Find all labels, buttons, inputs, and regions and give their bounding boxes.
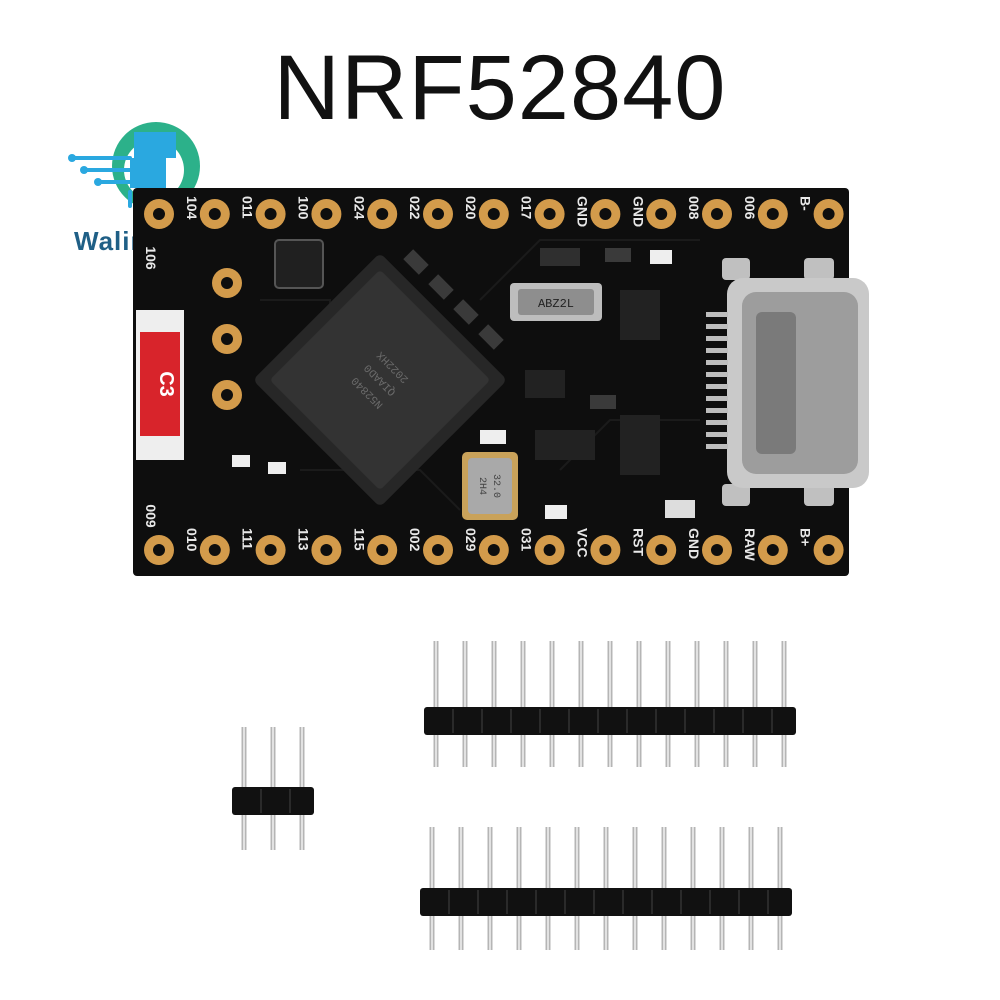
logo-circuit-icon <box>70 156 132 208</box>
pin-hole <box>711 208 723 220</box>
pin-hole <box>711 544 723 556</box>
pin-label: 111 <box>240 528 256 550</box>
pin-label: 002 <box>407 528 423 552</box>
battery-label: C3 <box>155 371 177 397</box>
pin-hole <box>543 544 556 556</box>
header-body <box>420 888 792 916</box>
pin-label: 017 <box>519 196 535 220</box>
bottom-pin-row <box>144 535 844 565</box>
header-body <box>424 707 796 735</box>
pin-hole <box>487 544 500 556</box>
pin-hole <box>432 208 444 220</box>
pin-hole <box>320 208 333 220</box>
pin-label: 011 <box>240 196 256 219</box>
pin-label: 010 <box>184 528 200 552</box>
crystal-top-label: ABZ2L <box>538 297 574 311</box>
pin-hole <box>655 544 668 556</box>
pin-hole <box>264 208 277 220</box>
bottom-pin-labels: 010 111 113 115 002 029 031 VCC RST GND RAW B+ <box>184 528 814 561</box>
pin-header <box>424 641 796 767</box>
pin-label: 006 <box>742 196 758 220</box>
crystal-bottom-line-2: 2H4 <box>476 477 487 495</box>
pin-hole <box>153 544 165 556</box>
pin-label: VCC <box>575 528 591 558</box>
pin-label: GND <box>686 528 702 559</box>
battery-sticker: C3 <box>136 310 184 460</box>
pin-header <box>232 727 314 850</box>
side-pads <box>212 268 242 410</box>
pin-hole <box>376 544 389 556</box>
pin-label: GND <box>575 196 591 227</box>
pin-label: 031 <box>519 528 535 552</box>
top-pin-row <box>144 199 844 229</box>
side-label-top: 106 <box>143 246 159 270</box>
pin-hole <box>376 208 389 220</box>
pin-label: B- <box>798 196 814 211</box>
pin-hole <box>208 544 221 556</box>
pin-hole <box>487 208 500 220</box>
pin-label: GND <box>630 196 646 227</box>
usb-c-connector <box>706 258 869 506</box>
pin-hole <box>766 544 779 556</box>
pin-label: 100 <box>296 196 312 220</box>
pin-hole <box>432 544 444 556</box>
smd-components <box>232 239 695 519</box>
pin-label: 029 <box>463 528 479 552</box>
mcu-chip: N52840 QIAAD0 2022HX <box>255 255 505 505</box>
pin-hole <box>320 544 333 556</box>
pin-hole <box>599 208 612 220</box>
pin-hole <box>599 544 612 556</box>
crystal-bottom-line-1: 32.0 <box>490 474 501 498</box>
pin-label: 022 <box>407 196 423 220</box>
pin-hole <box>766 208 779 220</box>
pin-hole <box>822 544 835 556</box>
pin-label: B+ <box>798 528 814 546</box>
crystal-top: ABZ2L <box>510 283 602 321</box>
pin-hole <box>543 208 556 220</box>
usb-contacts <box>706 312 728 449</box>
pin-headers <box>232 641 796 950</box>
pin-hole <box>655 208 668 220</box>
pin-label: 115 <box>351 528 367 551</box>
pin-hole <box>153 208 165 220</box>
header-body <box>232 787 314 815</box>
side-label-bottom: 009 <box>143 504 159 528</box>
pin-hole <box>208 208 221 220</box>
pin-label: 020 <box>463 196 479 220</box>
pin-label: 113 <box>296 528 312 551</box>
pin-label: RST <box>630 528 646 556</box>
pin-label: 024 <box>351 196 367 220</box>
page-title: NRF52840 <box>273 37 727 139</box>
crystal-bottom: 32.0 2H4 <box>462 452 518 520</box>
pin-label: 008 <box>686 196 702 220</box>
pin-hole <box>264 544 277 556</box>
pin-hole <box>822 208 835 220</box>
top-pin-labels: 104 011 100 024 022 020 017 GND GND 008 006 B- <box>184 196 814 227</box>
pin-label: RAW <box>742 528 758 561</box>
pin-header <box>420 827 792 950</box>
pin-label: 104 <box>184 196 200 220</box>
